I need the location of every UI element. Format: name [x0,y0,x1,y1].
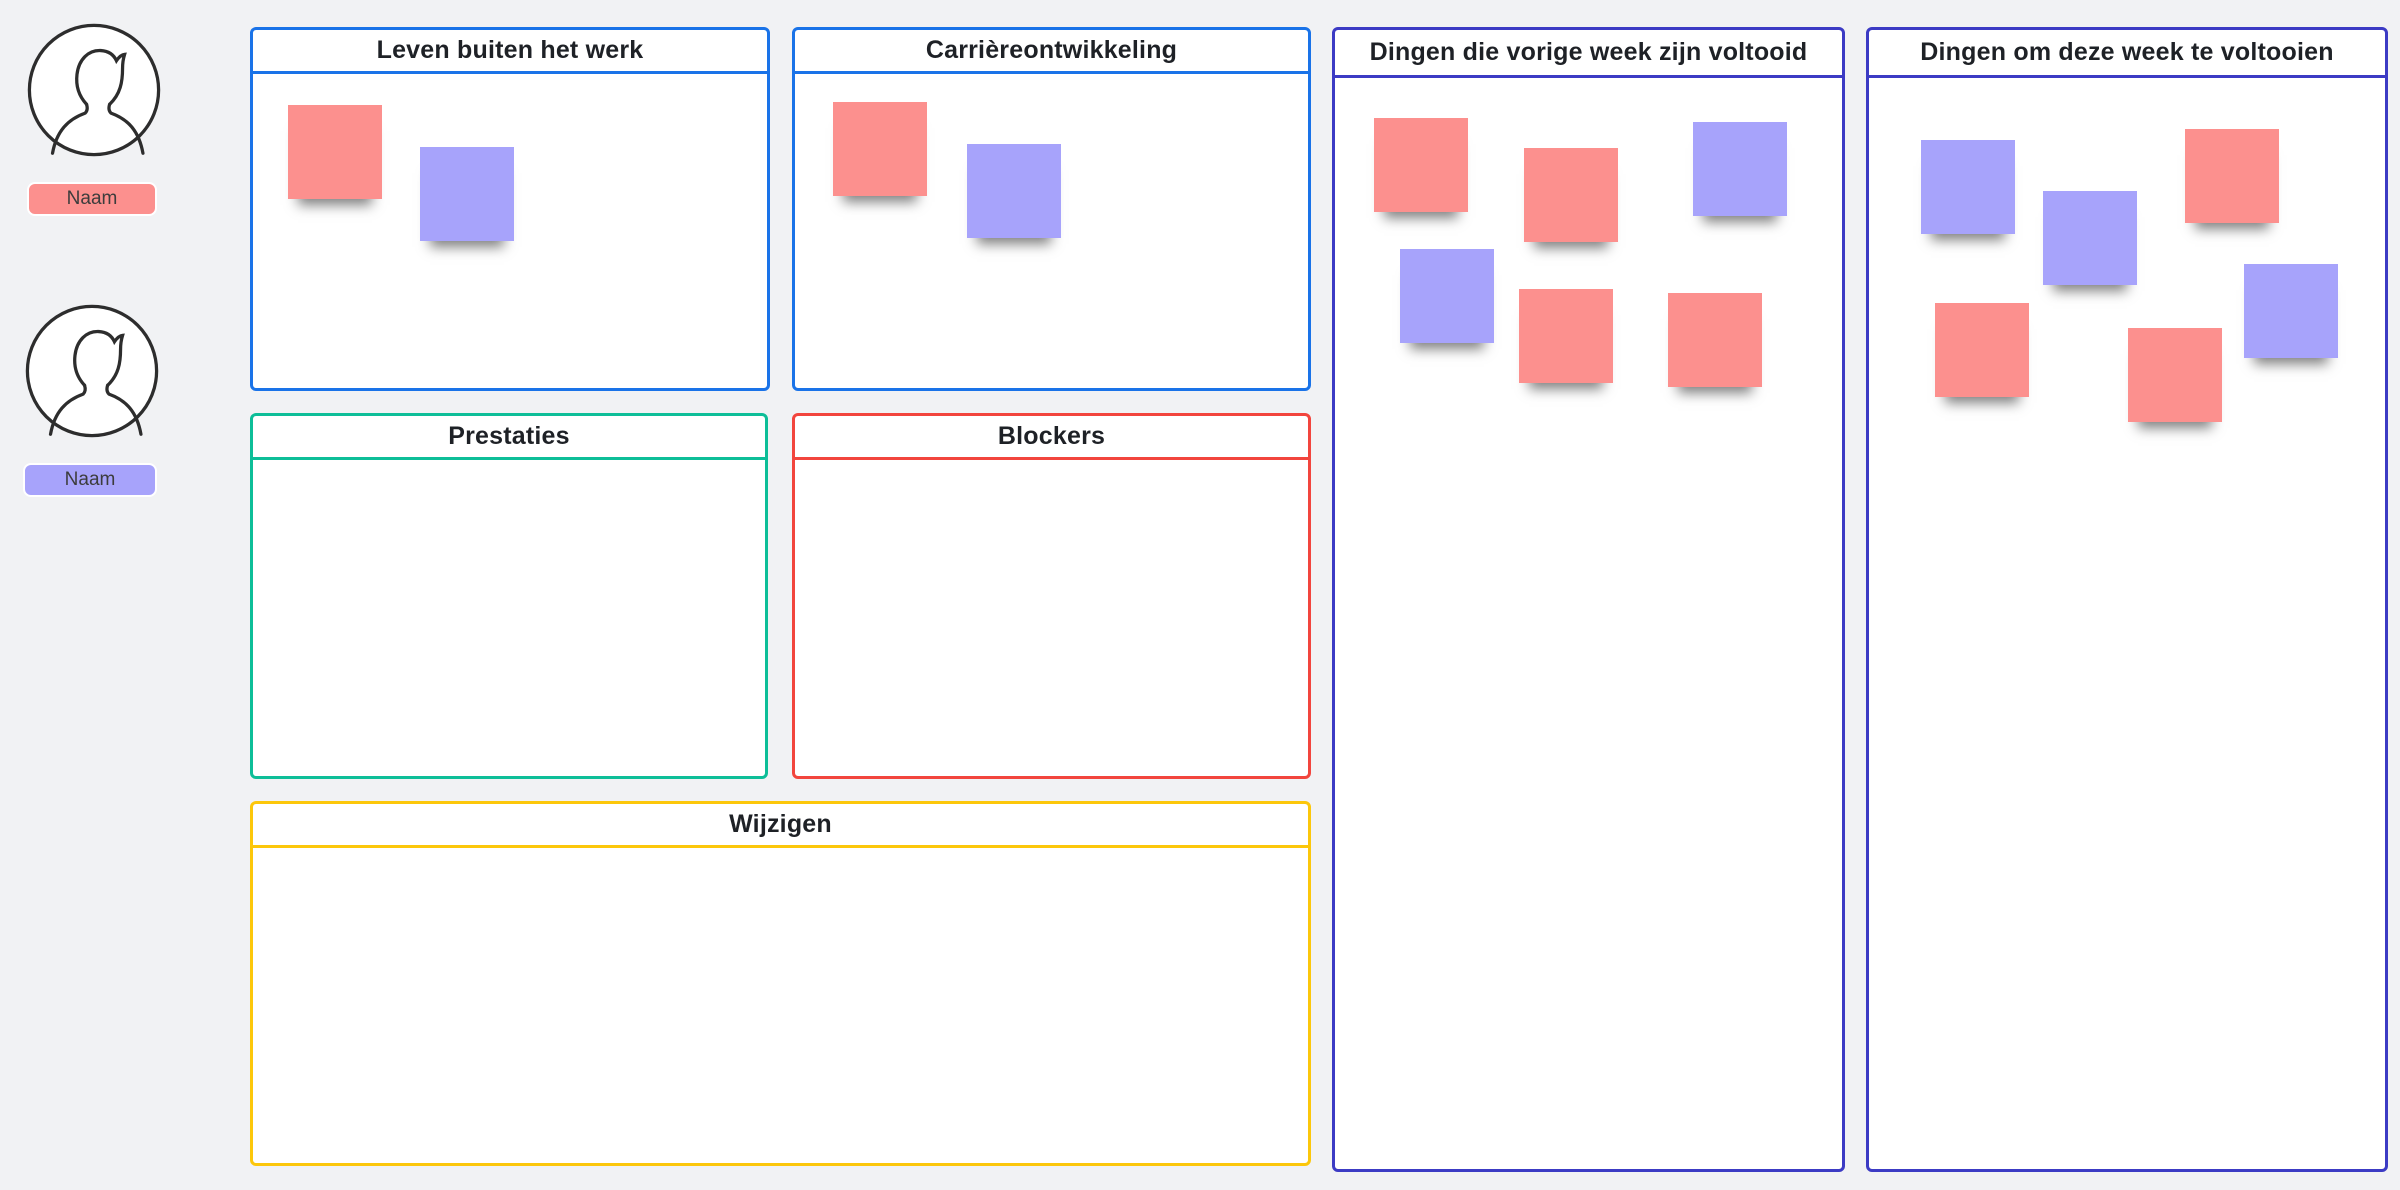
sticky-note-pink[interactable] [2128,328,2222,422]
sticky-note-purple[interactable] [967,144,1061,238]
sticky-note-purple[interactable] [2043,191,2137,285]
sticky-note-pink[interactable] [2185,129,2279,223]
sticky-note-pink[interactable] [1668,293,1762,387]
avatar-icon[interactable] [24,303,160,439]
avatar-icon[interactable] [26,22,162,158]
sticky-note-purple[interactable] [420,147,514,241]
sticky-note-pink[interactable] [288,105,382,199]
sticky-note-purple[interactable] [1693,122,1787,216]
section-title: Dingen om deze week te voltooien [1869,30,2385,78]
section-title: Dingen die vorige week zijn voltooid [1335,30,1842,78]
section-prestaties[interactable]: Prestaties [250,413,768,779]
sticky-note-pink[interactable] [1519,289,1613,383]
sticky-note-purple[interactable] [1921,140,2015,234]
section-title: Leven buiten het werk [253,30,767,74]
participant-name-label[interactable]: Naam [23,463,157,497]
sticky-note-pink[interactable] [1935,303,2029,397]
section-title: Prestaties [253,416,765,460]
sticky-note-purple[interactable] [1400,249,1494,343]
section-blockers[interactable]: Blockers [792,413,1311,779]
sticky-note-pink[interactable] [1524,148,1618,242]
sticky-note-pink[interactable] [833,102,927,196]
section-title: Wijzigen [253,804,1308,848]
section-title: Blockers [795,416,1308,460]
section-wijzigen[interactable]: Wijzigen [250,801,1311,1166]
section-title: Carrièreontwikkeling [795,30,1308,74]
participant-name-label[interactable]: Naam [27,182,157,216]
sticky-note-pink[interactable] [1374,118,1468,212]
sticky-note-purple[interactable] [2244,264,2338,358]
